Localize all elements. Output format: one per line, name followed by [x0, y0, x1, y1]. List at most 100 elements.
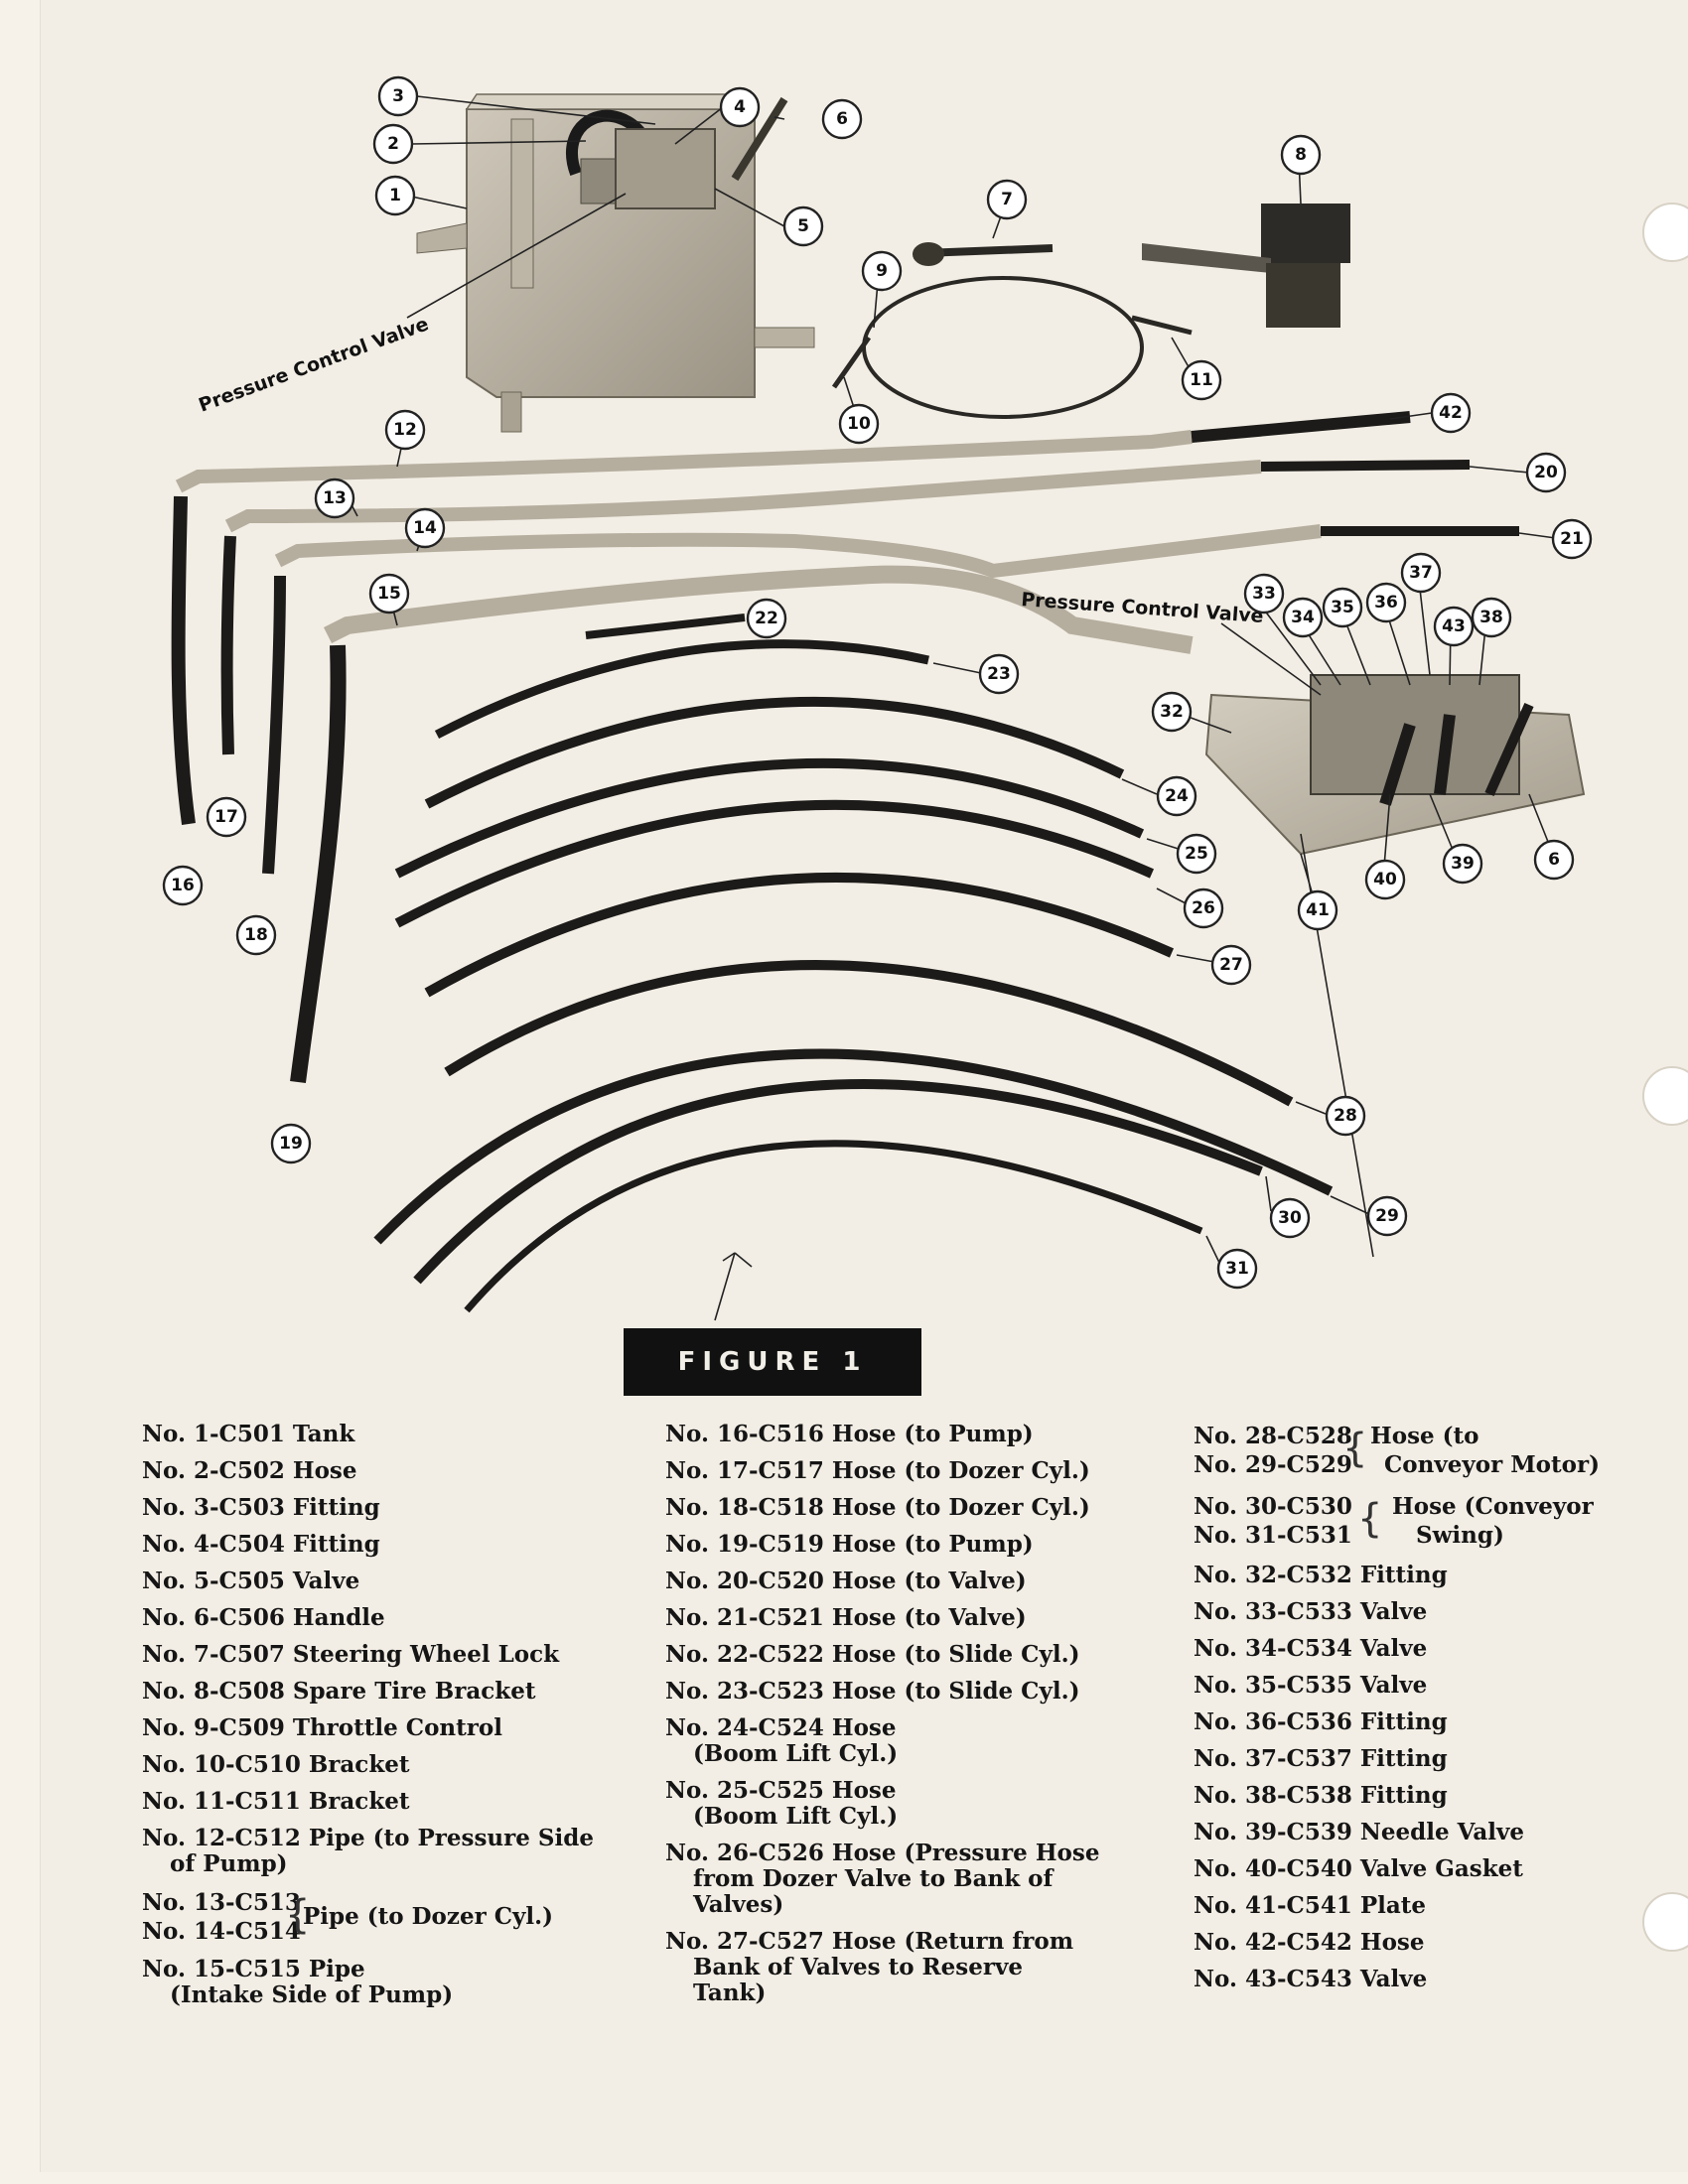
- callout-2: 2: [372, 123, 414, 165]
- callout-3: 3: [377, 75, 419, 117]
- spare-tire-bracket: [1142, 204, 1350, 328]
- callout-36: 36: [1365, 582, 1407, 623]
- svg-text:40: 40: [1373, 870, 1397, 889]
- callout-17: 17: [206, 796, 247, 838]
- svg-text:17: 17: [214, 807, 238, 827]
- callout-32: 32: [1151, 691, 1193, 733]
- svg-text:31: 31: [1225, 1259, 1249, 1279]
- svg-text:12: 12: [393, 420, 417, 440]
- callout-14: 14: [404, 507, 446, 549]
- callout-42: 42: [1430, 392, 1472, 434]
- svg-text:19: 19: [279, 1134, 303, 1154]
- svg-text:6: 6: [1548, 850, 1560, 870]
- callout-25: 25: [1176, 833, 1217, 875]
- legend-item: No. 33-C533 Valve: [1194, 1598, 1428, 1625]
- svg-text:24: 24: [1165, 786, 1189, 806]
- svg-text:11: 11: [1190, 370, 1213, 390]
- callout-12: 12: [384, 409, 426, 451]
- legend-item: No. 38-C538 Fitting: [1194, 1782, 1448, 1809]
- callout-10: 10: [838, 403, 880, 445]
- svg-text:35: 35: [1331, 598, 1354, 617]
- legend-item: No. 4-C504 Fitting: [142, 1531, 380, 1558]
- legend-item: No. 7-C507 Steering Wheel Lock: [142, 1641, 560, 1668]
- figure-label: FIGURE 1: [624, 1328, 921, 1396]
- legend-item: No. 2-C502 Hose: [142, 1457, 357, 1484]
- callout-31: 31: [1216, 1248, 1258, 1290]
- pipes: [171, 411, 1519, 1313]
- legend-item: No. 43-C543 Valve: [1194, 1966, 1428, 1992]
- callout-23: 23: [978, 653, 1020, 695]
- svg-text:15: 15: [377, 584, 401, 604]
- parts-legend-column-1: No. 1-C501 Tank No. 2-C502 Hose No. 3-C5…: [142, 1422, 658, 2019]
- svg-text:16: 16: [171, 876, 195, 895]
- parts-legend-column-2: No. 16-C516 Hose (to Pump) No. 17-C517 H…: [665, 1422, 1182, 2017]
- callout-1: 1: [374, 175, 416, 216]
- svg-text:28: 28: [1334, 1106, 1357, 1126]
- svg-text:22: 22: [755, 609, 778, 628]
- legend-item: No. 18-C518 Hose (to Dozer Cyl.): [665, 1494, 1090, 1521]
- callout-40: 40: [1364, 859, 1406, 900]
- legend-item: No. 35-C535 Valve: [1194, 1672, 1428, 1699]
- legend-item: No. 24-C524 Hose(Boom Lift Cyl.): [665, 1714, 899, 1767]
- legend-item: No. 41-C541 Plate: [1194, 1892, 1427, 1919]
- svg-text:27: 27: [1219, 955, 1243, 975]
- svg-text:29: 29: [1375, 1206, 1399, 1226]
- callout-24: 24: [1156, 775, 1197, 817]
- legend-item: No. 23-C523 Hose (to Slide Cyl.): [665, 1678, 1080, 1705]
- svg-text:20: 20: [1534, 463, 1558, 482]
- callout-27: 27: [1210, 944, 1252, 986]
- callout-22: 22: [746, 598, 787, 639]
- svg-text:18: 18: [244, 925, 268, 945]
- punch-hole-middle: [1642, 1066, 1688, 1126]
- svg-text:43: 43: [1442, 616, 1466, 636]
- legend-item: No. 17-C517 Hose (to Dozer Cyl.): [665, 1457, 1090, 1484]
- legend-item: No. 10-C510 Bracket: [142, 1751, 410, 1778]
- svg-text:41: 41: [1306, 900, 1330, 920]
- svg-text:9: 9: [876, 261, 888, 281]
- legend-item: No. 16-C516 Hose (to Pump): [665, 1421, 1034, 1447]
- callout-21: 21: [1551, 518, 1593, 560]
- callout-8: 8: [1280, 134, 1322, 176]
- steering-wheel-lock: [913, 242, 1054, 266]
- valve-bank-plate: [1204, 674, 1586, 856]
- callout-5: 5: [782, 205, 824, 247]
- legend-item: No. 25-C525 Hose(Boom Lift Cyl.): [665, 1777, 899, 1830]
- legend-item: No. 5-C505 Valve: [142, 1568, 360, 1594]
- svg-text:32: 32: [1160, 702, 1184, 722]
- callout-6-valve-bank: 6: [1533, 839, 1575, 881]
- callout-16: 16: [162, 865, 204, 906]
- legend-item: No. 19-C519 Hose (to Pump): [665, 1531, 1034, 1558]
- legend-item: No. 6-C506 Handle: [142, 1604, 385, 1631]
- svg-text:2: 2: [387, 134, 399, 154]
- callout-37: 37: [1400, 552, 1442, 594]
- svg-text:21: 21: [1560, 529, 1584, 549]
- svg-text:5: 5: [797, 216, 809, 236]
- callout-41: 41: [1297, 889, 1338, 931]
- svg-text:6: 6: [836, 109, 848, 129]
- svg-text:10: 10: [847, 414, 871, 434]
- legend-item: No. 39-C539 Needle Valve: [1194, 1819, 1524, 1845]
- callout-35: 35: [1322, 587, 1363, 628]
- punch-hole-bottom: [1642, 1892, 1688, 1952]
- legend-item: No. 8-C508 Spare Tire Bracket: [142, 1678, 536, 1705]
- svg-text:23: 23: [987, 664, 1011, 684]
- callout-30: 30: [1269, 1197, 1311, 1239]
- reserve-tank: [416, 93, 815, 433]
- callout-15: 15: [368, 573, 410, 614]
- svg-text:33: 33: [1252, 584, 1276, 604]
- callout-29: 29: [1366, 1195, 1408, 1237]
- callout-38: 38: [1471, 597, 1512, 638]
- svg-text:39: 39: [1451, 854, 1475, 874]
- svg-text:3: 3: [392, 86, 404, 106]
- callout-11: 11: [1181, 359, 1222, 401]
- callout-13: 13: [314, 478, 355, 519]
- svg-text:1: 1: [389, 186, 401, 205]
- callout-4: 4: [719, 86, 761, 128]
- svg-text:37: 37: [1409, 563, 1433, 583]
- callout-34: 34: [1282, 597, 1324, 638]
- svg-text:36: 36: [1374, 593, 1398, 613]
